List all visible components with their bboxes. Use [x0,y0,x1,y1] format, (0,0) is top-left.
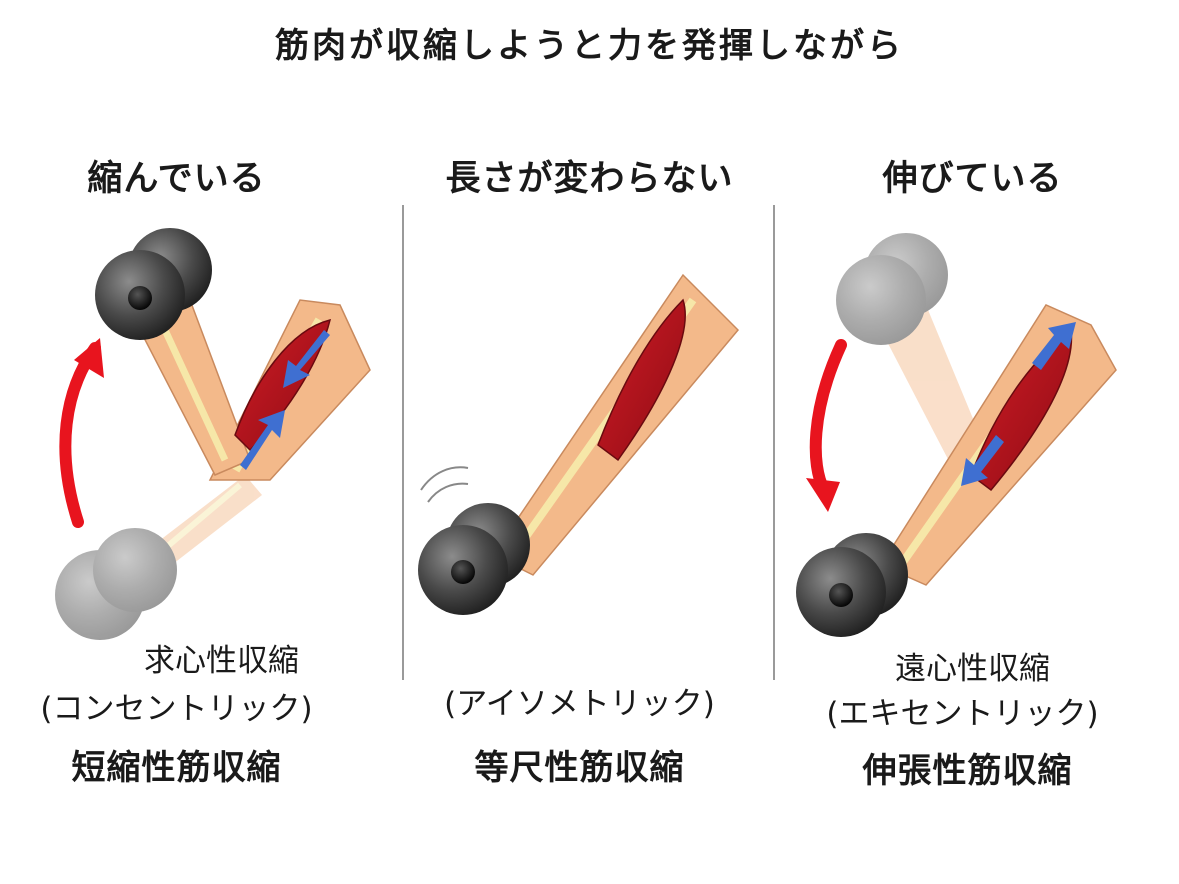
dumbbell-icon [418,503,530,615]
motion-arrowhead [74,338,104,378]
motion-arrowhead [806,478,840,512]
main-title: 筋肉が収縮しようと力を発揮しながら [275,26,904,66]
label-isometric-category: 等尺性筋収縮 [474,748,685,788]
label-concentric-ja: 求心性収縮 [144,643,299,679]
label-eccentric-kana: (エキセントリック) [826,696,1099,732]
label-eccentric-ja: 遠心性収縮 [895,651,1050,687]
ghost-arm [55,475,262,640]
biceps-muscle [597,298,686,462]
heading-eccentric: 伸びている [882,159,1063,199]
figure-isometric-arm [418,273,740,615]
motion-arrow-up [59,342,101,528]
force-arrow-lower [961,435,1004,486]
divider-left [402,205,404,680]
strain-line [420,466,469,491]
motion-arrow-down [809,339,847,496]
force-arrow-upper [283,330,330,388]
dumbbell-icon [95,228,212,340]
forearm-bone [161,328,229,462]
label-isometric-kana: (アイソメトリック) [444,686,715,722]
force-arrow-upper [1032,322,1076,370]
force-arrow-lower [240,410,285,470]
figure-eccentric-arm [796,233,1117,637]
dumbbell-icon [796,533,908,637]
figure-concentric-arm [55,228,371,640]
panel-isometric: 長さが変わらない (アイソメトリック) 等尺性筋収縮 [393,0,786,884]
heading-concentric: 縮んでいる [87,159,266,199]
heading-isometric: 長さが変わらない [445,159,734,199]
divider-right [773,205,775,680]
label-concentric-category: 短縮性筋収縮 [71,748,282,788]
panel-concentric: 縮んでいる 求心性収縮 (コンセントリック) 短縮性筋収縮 [0,0,393,884]
panel-eccentric: 伸びている 遠心性収縮 (エキセントリック) 伸張性筋収縮 [786,0,1179,884]
label-concentric-kana: (コンセントリック) [40,691,313,727]
label-eccentric-category: 伸張性筋収縮 [862,751,1073,791]
ghost-arm [836,233,986,465]
strain-line [427,482,469,503]
